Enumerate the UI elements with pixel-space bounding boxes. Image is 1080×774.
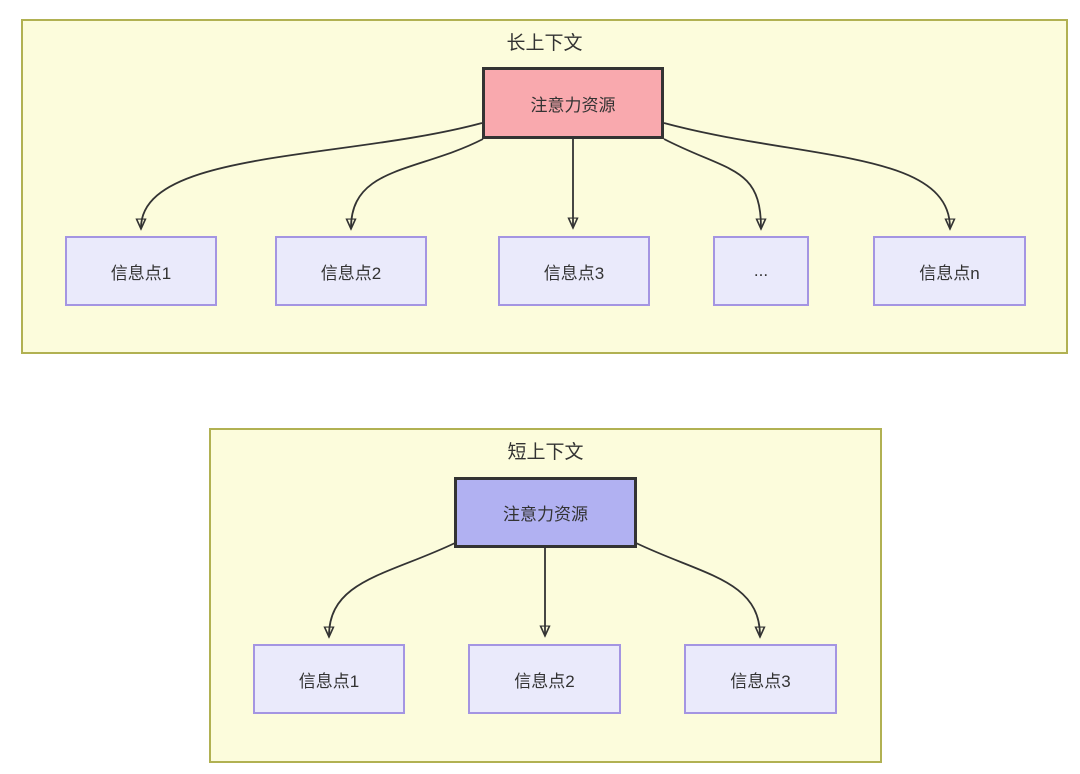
short-context-title: 短上下文 [507,442,584,463]
long-attention-hub: 注意力资源 [482,67,664,139]
long-node-ellipsis: ... [713,236,809,306]
short-node-2: 信息点2 [468,644,621,714]
long-attention-hub-label: 注意力资源 [530,95,616,115]
short-attention-hub: 注意力资源 [454,477,637,548]
long-node-2: 信息点2 [275,236,427,306]
long-node-1: 信息点1 [65,236,217,306]
short-node-3: 信息点3 [684,644,837,714]
long-context-title: 长上下文 [506,33,583,54]
long-node-3: 信息点3 [498,236,650,306]
short-attention-hub-label: 注意力资源 [503,505,588,524]
short-node-1: 信息点1 [253,644,405,714]
long-node-n: 信息点n [873,236,1026,306]
